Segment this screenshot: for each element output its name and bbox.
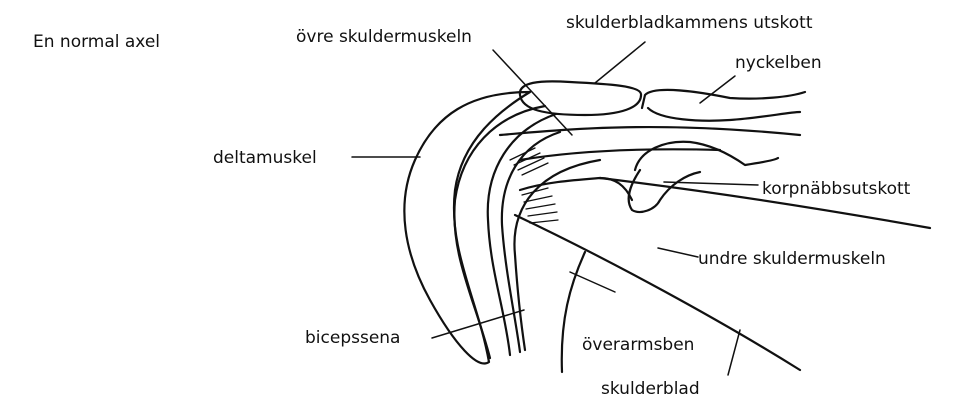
coracoid-shape — [629, 142, 778, 212]
label-deltoid: deltamuskel — [213, 148, 317, 168]
supraspinatus-lower — [520, 149, 720, 160]
muscle-layer-3 — [502, 132, 560, 352]
label-coracoid: korpnäbbsutskott — [762, 179, 911, 199]
leader-shoulder-blade — [728, 330, 740, 375]
shoulder-drawing — [404, 81, 930, 372]
label-collarbone: nyckelben — [735, 53, 822, 73]
label-acromion: skulderbladkammens utskott — [566, 13, 813, 33]
label-subscapularis: undre skuldermuskeln — [698, 249, 886, 269]
muscle-layer-1 — [454, 106, 545, 358]
supraspinatus-shape — [500, 127, 800, 135]
collarbone-shape — [642, 90, 805, 121]
leader-acromion — [595, 42, 645, 83]
diagram-title: En normal axel — [33, 32, 160, 52]
label-humerus: överarmsben — [582, 335, 694, 355]
label-biceps-tendon: bicepssena — [305, 328, 400, 348]
leader-subscapularis — [658, 248, 698, 257]
leader-humerus — [570, 272, 615, 292]
deltoid-shape — [404, 92, 530, 363]
label-upper-shoulder-muscle: övre skuldermuskeln — [296, 27, 472, 47]
leader-coracoid — [664, 182, 758, 185]
label-shoulder-blade: skulderblad — [601, 379, 700, 399]
